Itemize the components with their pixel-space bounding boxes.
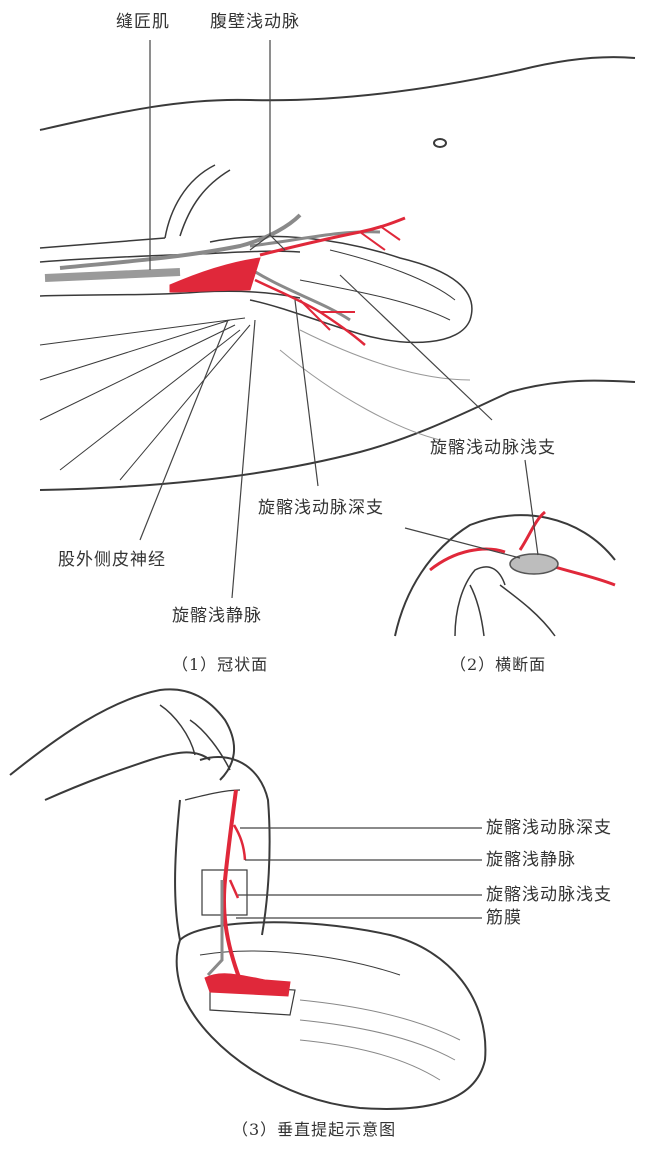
caption-figure3: （3）垂直提起示意图 [232, 1120, 396, 1140]
label-superficial-circumflex-iliac-vein: 旋髂浅静脉 [172, 606, 262, 626]
label-fascia: 筋膜 [486, 908, 522, 928]
label-scia-deep-branch: 旋髂浅动脉深支 [258, 498, 384, 518]
caption-figure2: （2）横断面 [450, 655, 546, 675]
figure1-coronal-drawing [40, 57, 635, 490]
label-scia-superficial-branch: 旋髂浅动脉浅支 [430, 438, 556, 458]
figure2-leader-lines [405, 460, 538, 558]
label-superficial-circumflex-iliac-vein-3: 旋髂浅静脉 [486, 850, 576, 870]
label-sartorius: 缝匠肌 [116, 12, 170, 32]
label-superficial-epigastric-artery: 腹壁浅动脉 [210, 12, 300, 32]
label-scia-deep-branch-3: 旋髂浅动脉深支 [486, 818, 612, 838]
label-lateral-femoral-cutaneous-nerve: 股外侧皮神经 [58, 550, 166, 570]
figure3-leader-lines [236, 828, 482, 918]
caption-figure1: （1）冠状面 [172, 655, 268, 675]
figure2-transverse-drawing [395, 512, 615, 636]
label-scia-superficial-branch-3: 旋髂浅动脉浅支 [486, 885, 612, 905]
figure3-lift-drawing [10, 689, 485, 1109]
